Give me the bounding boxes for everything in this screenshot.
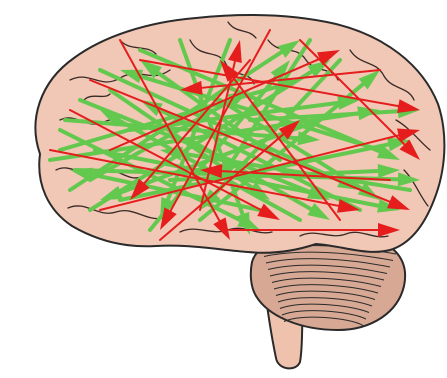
brain-illustration [0,0,447,378]
brain-connectivity-diagram [0,0,447,378]
